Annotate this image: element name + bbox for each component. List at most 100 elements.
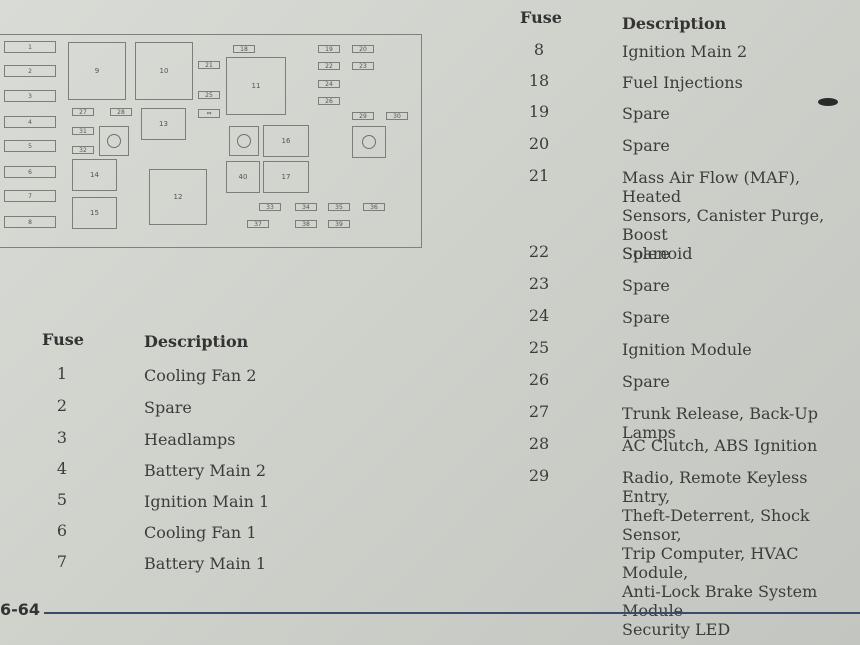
right-fuse-number: 18 bbox=[528, 71, 550, 90]
right-fuse-description: Radio, Remote Keyless Entry,Theft-Deterr… bbox=[622, 468, 860, 639]
fuse-slot-11: 11 bbox=[226, 57, 286, 115]
description-line: Spare bbox=[622, 244, 670, 263]
left-fuse-description: Cooling Fan 1 bbox=[144, 523, 257, 542]
fuse-slot-16: 16 bbox=[263, 125, 309, 157]
fuse-slot-9: 9 bbox=[68, 42, 126, 100]
description-line: Ignition Module bbox=[622, 340, 752, 359]
fuse-slot-5: 5 bbox=[4, 140, 56, 152]
fuse-slot-40: 40 bbox=[226, 161, 260, 193]
right-fuse-number: 26 bbox=[528, 370, 550, 389]
right-fuse-number: 25 bbox=[528, 338, 550, 357]
fuse-slot-24: 24 bbox=[318, 80, 340, 88]
fuse-slot-6: 6 bbox=[4, 166, 56, 178]
right-fuse-description: AC Clutch, ABS Ignition bbox=[622, 436, 817, 455]
right-fuse-number: 20 bbox=[528, 134, 550, 153]
left-fuse-number: 1 bbox=[56, 364, 68, 383]
description-line: AC Clutch, ABS Ignition bbox=[622, 436, 818, 455]
left-fuse-number: 6 bbox=[56, 521, 68, 540]
right-fuse-number: 29 bbox=[528, 466, 550, 485]
description-line: Spare bbox=[144, 398, 192, 417]
fuse-slot-3: 3 bbox=[4, 90, 56, 102]
description-line: Spare bbox=[622, 372, 670, 391]
right-fuse-description: Spare bbox=[622, 104, 670, 123]
fuse-slot-4: 4 bbox=[4, 116, 56, 128]
right-fuse-description: Fuel Injections bbox=[622, 73, 743, 92]
fuse-slot-26: 26 bbox=[318, 97, 340, 105]
connector-circle-3 bbox=[352, 126, 386, 158]
description-line: Headlamps bbox=[144, 430, 236, 449]
right-fuse-number: 23 bbox=[528, 274, 550, 293]
description-line: Mass Air Flow (MAF), Heated bbox=[622, 168, 801, 206]
left-header-description: Description bbox=[144, 332, 249, 351]
right-fuse-description: Spare bbox=[622, 244, 670, 263]
left-fuse-number: 3 bbox=[56, 428, 68, 447]
fuse-slot-33: 33 bbox=[259, 203, 281, 211]
fuse-slot-14: 14 bbox=[72, 159, 117, 191]
description-line: Trunk Release, Back-Up Lamps bbox=[622, 404, 819, 442]
description-line: Sensors, Canister Purge, Boost bbox=[622, 206, 825, 244]
description-line: Spare bbox=[622, 276, 670, 295]
fuse-slot-39: 39 bbox=[328, 220, 350, 228]
description-line: Cooling Fan 2 bbox=[144, 366, 257, 385]
left-fuse-description: Headlamps bbox=[144, 430, 235, 449]
fuse-slot-13: 13 bbox=[141, 108, 186, 140]
description-line: Fuel Injections bbox=[622, 73, 743, 92]
fuse-slot-12: 12 bbox=[149, 169, 207, 225]
fuse-slot-30: 30 bbox=[386, 112, 408, 120]
right-fuse-number: 28 bbox=[528, 434, 550, 453]
description-line: Spare bbox=[622, 136, 670, 155]
fuse-slot-27: 27 bbox=[72, 108, 94, 116]
right-fuse-number: 22 bbox=[528, 242, 550, 261]
ink-smudge bbox=[818, 98, 838, 106]
right-fuse-description: Spare bbox=[622, 308, 670, 327]
left-fuse-description: Battery Main 2 bbox=[144, 461, 266, 480]
right-header-description: Description bbox=[622, 14, 727, 33]
right-fuse-description: Ignition Module bbox=[622, 340, 752, 359]
description-line: Cooling Fan 1 bbox=[144, 523, 257, 542]
left-fuse-number: 7 bbox=[56, 552, 68, 571]
fuse-slot-20: 20 bbox=[352, 45, 374, 53]
left-fuse-description: Ignition Main 1 bbox=[144, 492, 269, 511]
fuse-slot-15: 15 bbox=[72, 197, 117, 229]
fuse-slot-28: 28 bbox=[110, 108, 132, 116]
fuse-slot-18: 18 bbox=[233, 45, 255, 53]
left-fuse-number: 4 bbox=[56, 459, 68, 478]
fuse-slot-36: 36 bbox=[363, 203, 385, 211]
fuse-slot-29: 29 bbox=[352, 112, 374, 120]
fuse-slot-21: 21 bbox=[198, 61, 220, 69]
page-number: 6-64 bbox=[0, 600, 41, 619]
connector-circle-1 bbox=[99, 126, 129, 156]
description-line: Spare bbox=[622, 104, 670, 123]
fuse-slot-37: 37 bbox=[247, 220, 269, 228]
left-fuse-description: Cooling Fan 2 bbox=[144, 366, 257, 385]
fuse-slot-1: 1 bbox=[4, 41, 56, 53]
connector-circle-2 bbox=[229, 126, 259, 156]
arrow-icon: ⇔ bbox=[198, 109, 220, 118]
fuse-slot-34: 34 bbox=[295, 203, 317, 211]
description-line: Spare bbox=[622, 308, 670, 327]
description-line: Battery Main 2 bbox=[144, 461, 267, 480]
fuse-slot-38: 38 bbox=[295, 220, 317, 228]
description-line: Solenoid bbox=[622, 244, 693, 263]
description-line: Security LED bbox=[622, 620, 731, 639]
fuse-slot-7: 7 bbox=[4, 190, 56, 202]
fuse-slot-35: 35 bbox=[328, 203, 350, 211]
fuse-slot-22: 22 bbox=[318, 62, 340, 70]
fuse-slot-25: 25 bbox=[198, 91, 220, 99]
right-fuse-number: 21 bbox=[528, 166, 550, 185]
left-fuse-description: Spare bbox=[144, 398, 192, 417]
fuse-slot-23: 23 bbox=[352, 62, 374, 70]
description-line: Anti-Lock Brake System Module bbox=[622, 582, 818, 620]
fuse-slot-32: 32 bbox=[72, 146, 94, 154]
right-fuse-number: 8 bbox=[533, 40, 545, 59]
right-fuse-number: 27 bbox=[528, 402, 550, 421]
fuse-slot-2: 2 bbox=[4, 65, 56, 77]
fuse-slot-8: 8 bbox=[4, 216, 56, 228]
right-fuse-description: Spare bbox=[622, 276, 670, 295]
left-header-fuse: Fuse bbox=[42, 330, 84, 349]
fuse-slot-17: 17 bbox=[263, 161, 309, 193]
fuse-slot-31: 31 bbox=[72, 127, 94, 135]
description-line: Theft-Deterrent, Shock Sensor, bbox=[622, 506, 810, 544]
